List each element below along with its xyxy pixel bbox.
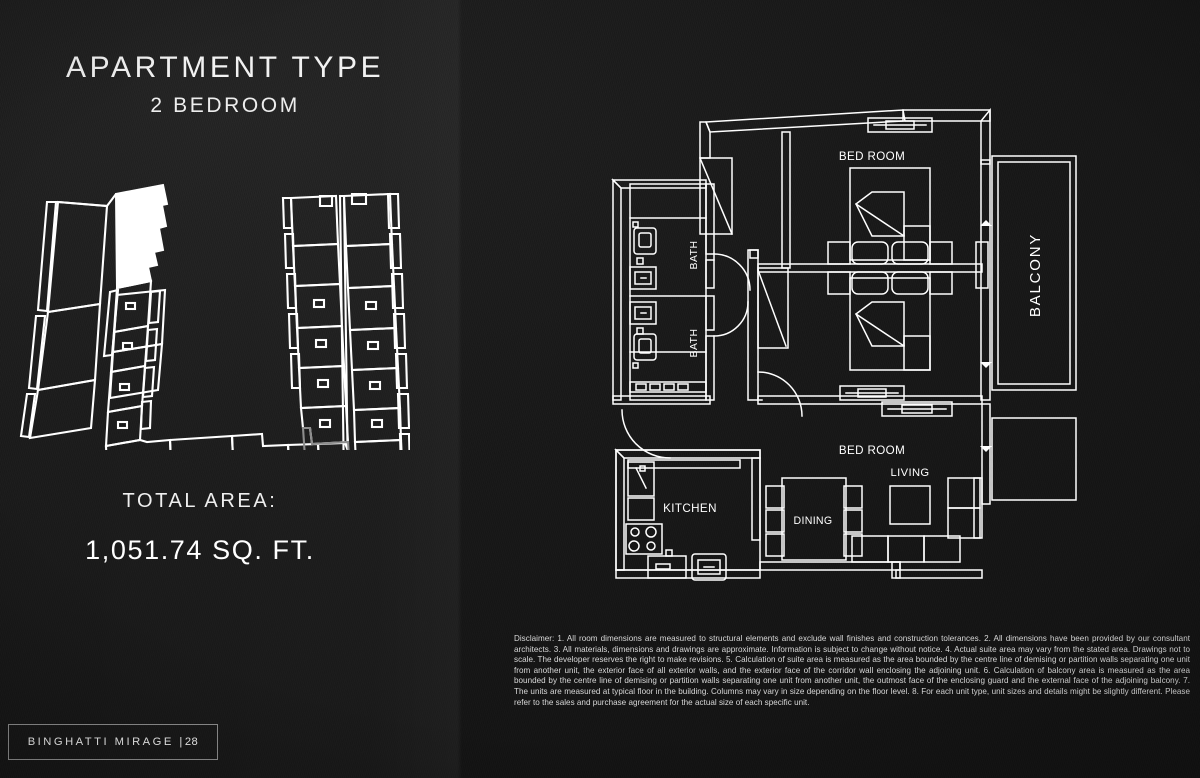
room-label-bath-1: BATH [689, 241, 700, 270]
door-swing-hall [757, 371, 803, 417]
toilet-fixture-2 [633, 333, 657, 361]
counter-left [627, 497, 655, 521]
sofa-seat-3 [923, 535, 961, 563]
sofa-arm-right [947, 477, 981, 509]
room-label-bedroom-1: BED ROOM [839, 150, 905, 163]
key-plan [0, 140, 412, 553]
sofa-arm-right-2 [947, 507, 981, 539]
total-area-value: 1,051.74 SQ. FT. [85, 535, 315, 565]
bed-1 [849, 167, 931, 261]
sofa-seat-2 [887, 535, 925, 563]
toilet-fixture [633, 227, 657, 255]
floor-plan: BED ROOM BED ROOM BATH BATH BALCONY KITC… [600, 100, 1120, 600]
door-swing-kitchen [621, 409, 671, 459]
side-table-left-2 [827, 271, 851, 295]
page-title: APARTMENT TYPE [66, 51, 385, 84]
title-block: APARTMENT TYPE 2 BEDROOM [66, 52, 384, 118]
wardrobe-2 [757, 267, 789, 349]
disclaimer-text: Disclaimer: 1. All room dimensions are m… [514, 634, 1190, 707]
coffee-table [889, 485, 931, 525]
room-label-dining: DINING [794, 515, 833, 527]
duvet-fold-1 [855, 191, 905, 237]
pillow-2a [851, 271, 889, 295]
total-area-label: TOTAL AREA: [122, 490, 278, 512]
base-cabinet [647, 555, 687, 579]
side-table-left-1 [827, 241, 851, 265]
page-subtitle: 2 BEDROOM [150, 93, 300, 117]
bath-block-outline [629, 183, 707, 401]
duvet-fold-2 [855, 301, 905, 347]
brand-name: BINGHATTI MIRAGE [27, 736, 174, 748]
bedroom1-wall-left [781, 131, 791, 269]
key-plan-highlight-unit [114, 183, 169, 290]
key-plan-svg [19, 183, 412, 553]
room-label-kitchen: KITCHEN [663, 502, 717, 515]
room-label-bath-2: BATH [689, 329, 700, 358]
door-swing-bath-2 [713, 301, 749, 337]
door-swing-bath-1 [713, 253, 751, 291]
room-label-living: LIVING [890, 467, 929, 479]
total-area-block: TOTAL AREA: 1,051.74 SQ. FT. [0, 490, 400, 566]
sofa-seat-1 [851, 535, 889, 563]
room-label-bedroom-2: BED ROOM [839, 444, 905, 457]
wall-outer-angled [704, 109, 904, 133]
bed-2 [849, 277, 931, 371]
terrace-outline [991, 417, 1077, 501]
side-table-right-2 [929, 271, 953, 295]
side-table-right-1 [929, 241, 953, 265]
room-label-balcony: BALCONY [1027, 233, 1044, 317]
footer-logo: BINGHATTI MIRAGE |28 [8, 724, 218, 760]
footer-logo-text: BINGHATTI MIRAGE |28 [28, 736, 199, 748]
pillow-2b [891, 271, 929, 295]
floor-plan-svg: BED ROOM BED ROOM BATH BATH BALCONY KITC… [611, 107, 1077, 581]
page-number: 28 [184, 736, 199, 748]
